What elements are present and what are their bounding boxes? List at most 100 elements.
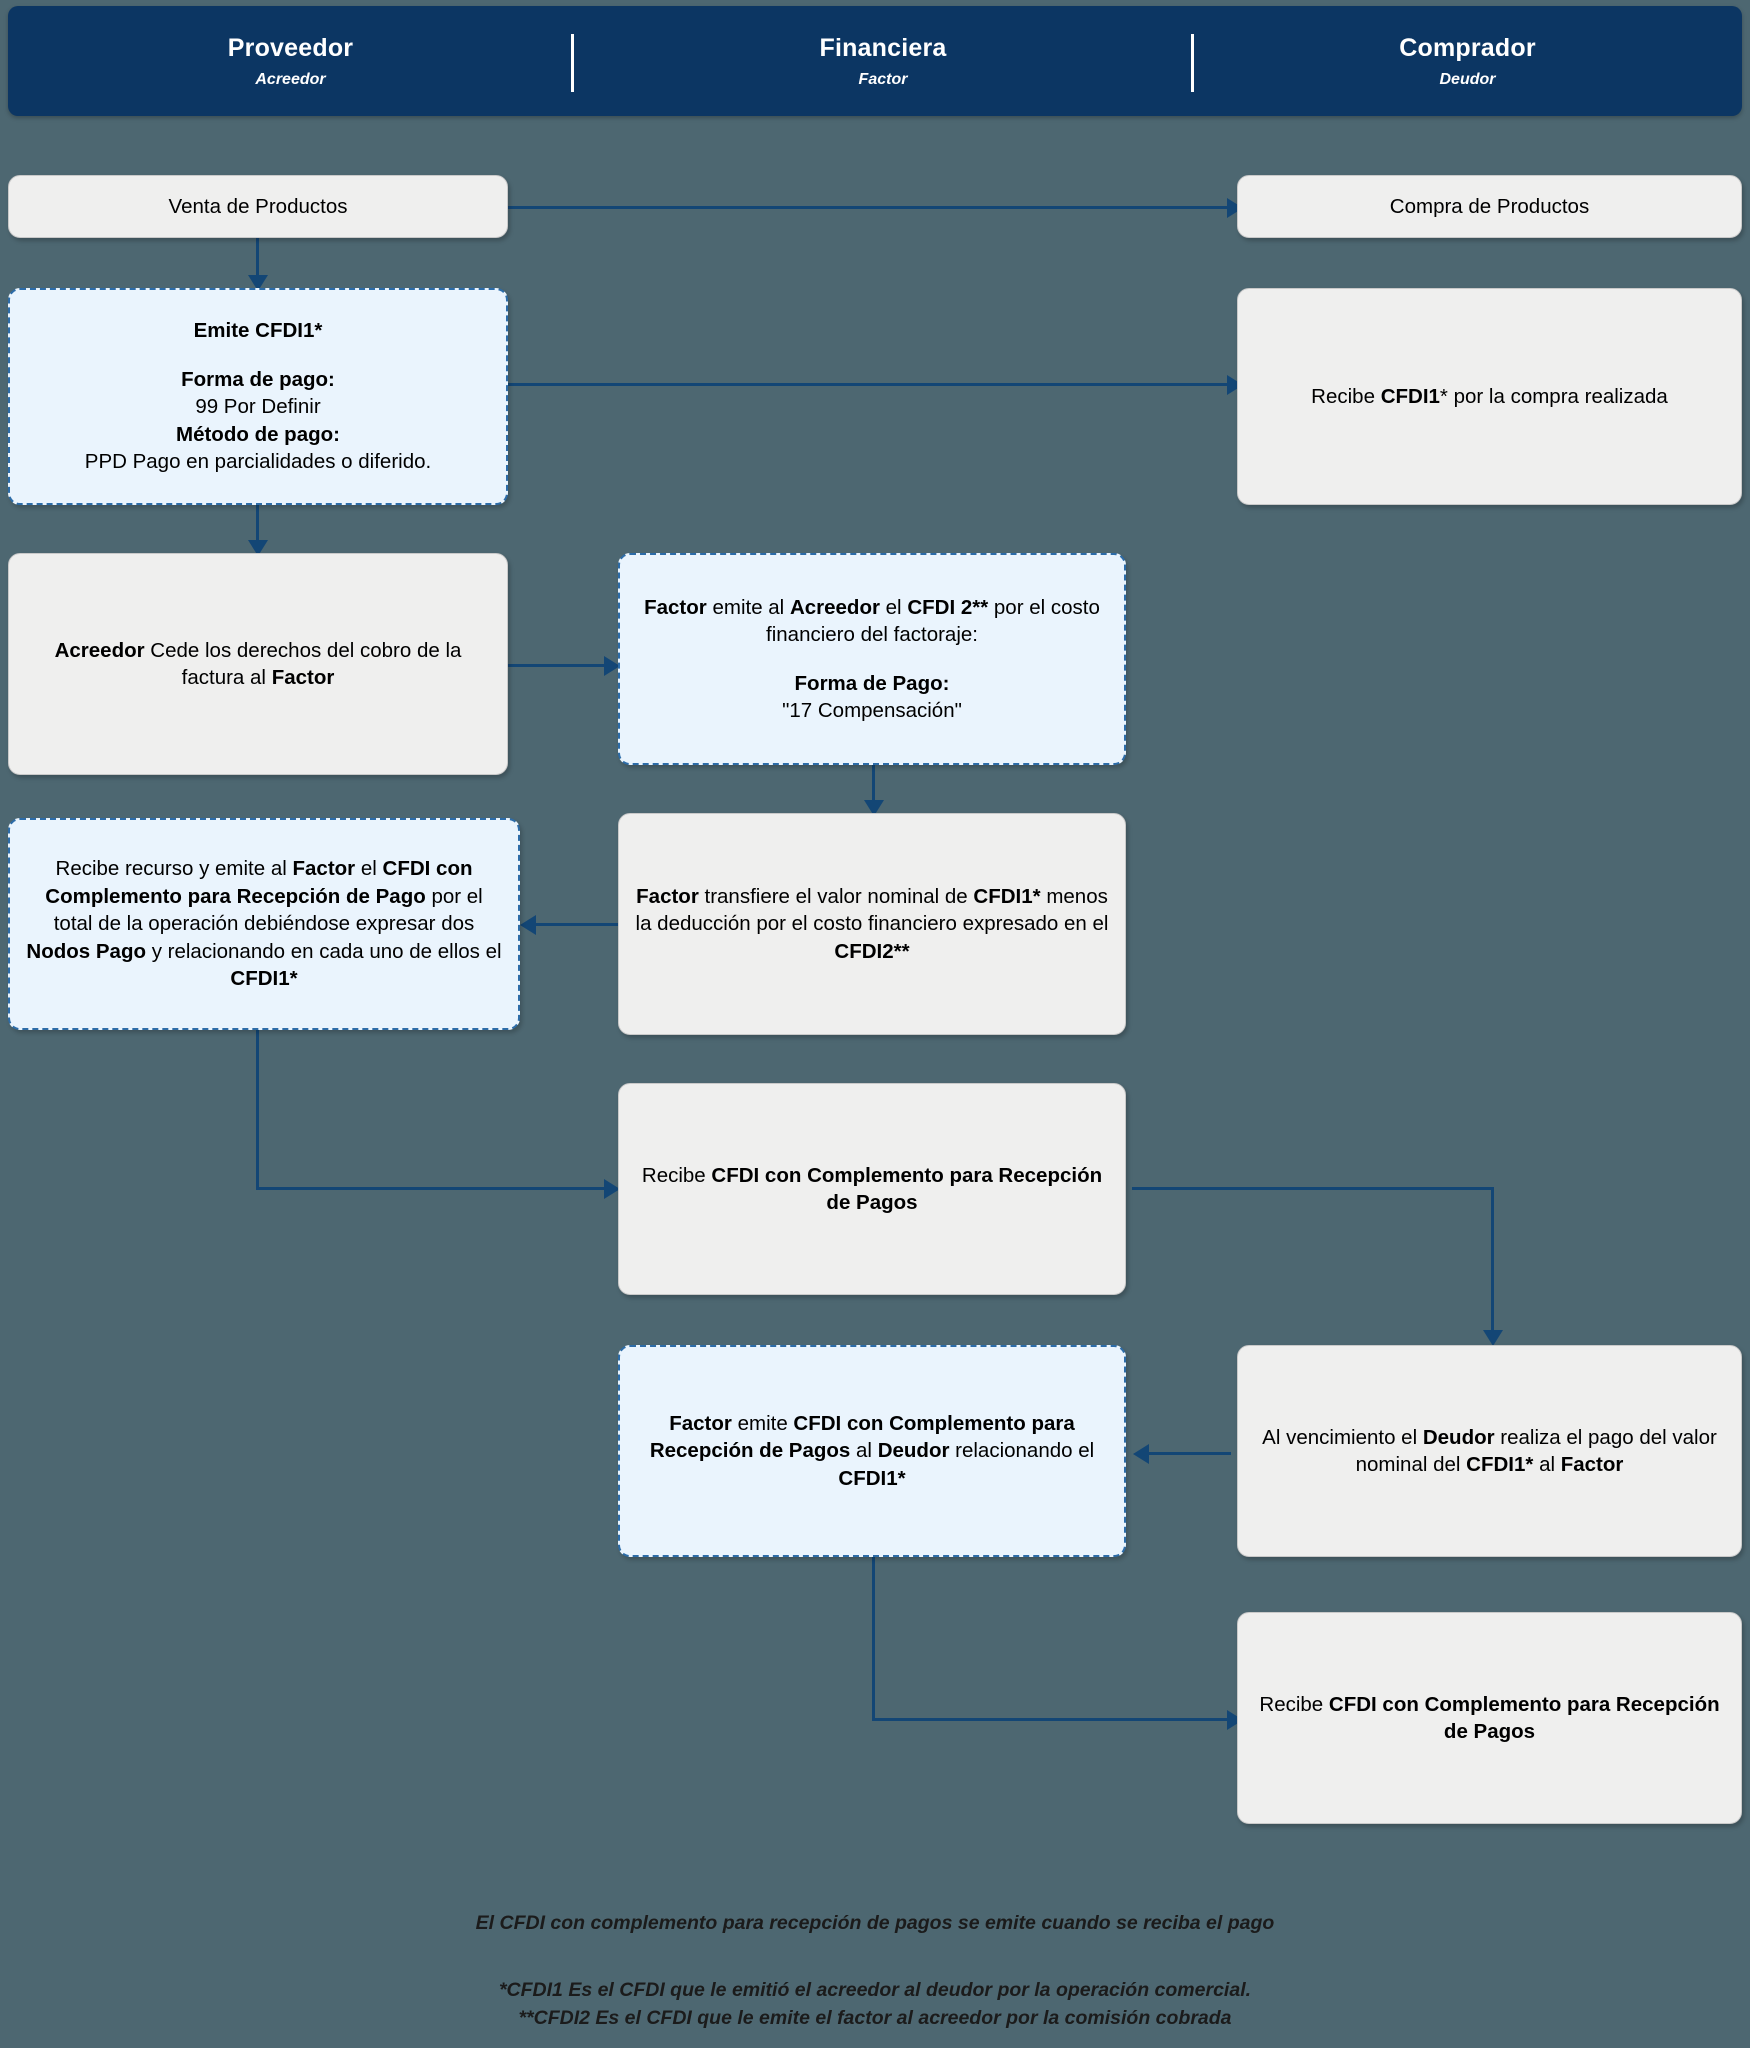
node-factor-emite-complemento-strong2: CFDI con Complemento para Recepción de P…: [649, 1411, 1075, 1463]
node-factor-emite-complemento-deudor[interactable]: Factor emite CFDI con Complemento para R…: [618, 1345, 1126, 1557]
connector-recibe-complemento-right: [1132, 1187, 1494, 1190]
node-recibe-recurso-part3: por el total de la operación debiéndose …: [53, 884, 483, 936]
node-factor-emite-cfdi2-strong2: Acreedor: [789, 595, 880, 619]
swimlane-header-financiera: Financiera Factor: [573, 6, 1193, 116]
node-emite-cfdi1-forma-label: Forma de pago:: [181, 367, 335, 391]
node-factor-transfiere-valor[interactable]: Factor transfiere el valor nominal de CF…: [618, 813, 1126, 1035]
connector-emite-to-recibe: [508, 383, 1231, 386]
node-factor-transfiere-part2: menos la deducción por el costo financie…: [635, 884, 1109, 936]
swimlane-divider-1: [571, 34, 574, 92]
node-recibe-recurso-emite-complemento[interactable]: Recibe recurso y emite al Factor el CFDI…: [8, 818, 520, 1030]
node-recibe-complemento-deudor-part1: Recibe: [1259, 1692, 1329, 1716]
node-factor-emite-cfdi2-spacer: [634, 649, 1110, 670]
node-compra-de-productos-label: Compra de Productos: [1389, 194, 1590, 218]
node-venta-de-productos[interactable]: Venta de Productos: [8, 175, 508, 238]
connector-emite-to-acreedor: [256, 505, 259, 553]
node-acreedor-cede-derechos[interactable]: Acreedor Cede los derechos del cobro de …: [8, 553, 508, 775]
node-factor-emite-cfdi2-strong3: CFDI 2**: [907, 595, 989, 619]
connector-venta-to-emite: [256, 238, 259, 288]
connector-factor-emite-down: [872, 1557, 875, 1721]
arrowhead-recibe-complemento-to-vencimiento: [1482, 1330, 1503, 1346]
node-factor-transfiere-strong1: Factor: [636, 884, 699, 908]
connector-transfiere-to-recurso: [533, 923, 618, 926]
node-recibe-recurso-strong2: CFDI con Complemento para Recepción de P…: [45, 857, 473, 908]
node-factor-emite-cfdi2-part2: el: [879, 595, 908, 619]
node-factor-emite-complemento-part3: relacionando el: [949, 1439, 1095, 1463]
node-recibe-recurso-strong1: Factor: [292, 857, 356, 881]
node-al-vencimiento-pago[interactable]: Al vencimiento el Deudor realiza el pago…: [1237, 1345, 1742, 1557]
connector-venta-to-compra: [508, 206, 1231, 209]
node-emite-cfdi1-forma-value: 99 Por Definir: [195, 395, 321, 419]
swimlane-sub-deudor: Deudor: [1439, 70, 1496, 88]
node-recibe-cfdi1-part1: Recibe: [1311, 384, 1381, 408]
node-factor-emite-cfdi2-strong1: Factor: [644, 595, 707, 619]
node-emite-cfdi1-title: Emite CFDI1*: [193, 319, 323, 343]
connector-recibe-complemento-down: [1491, 1187, 1494, 1342]
node-recibe-recurso-strong3: Nodos Pago: [26, 939, 146, 963]
swimlane-sub-acreedor: Acreedor: [255, 70, 326, 88]
swimlane-sub-factor: Factor: [858, 70, 908, 88]
node-al-vencimiento-part3: al: [1533, 1453, 1561, 1476]
node-factor-emite-complemento-strong4: CFDI1*: [838, 1466, 906, 1490]
node-al-vencimiento-strong1: Deudor: [1422, 1425, 1495, 1449]
node-factor-transfiere-part1: transfiere el valor nominal de: [698, 884, 974, 908]
connector-factor-emite-right: [872, 1718, 1231, 1721]
node-factor-transfiere-strong3: CFDI2**: [834, 939, 910, 963]
node-emite-cfdi1-spacer: [85, 345, 431, 366]
node-factor-emite-cfdi2-forma-value: "17 Compensación": [782, 698, 962, 722]
node-al-vencimiento-strong3: Factor: [1560, 1453, 1624, 1476]
node-recibe-recurso-part2: el: [355, 857, 383, 881]
node-recibe-recurso-part1: Recibe recurso y emite al: [55, 857, 293, 881]
node-factor-emite-cfdi2-forma-label: Forma de Pago:: [794, 671, 950, 695]
node-factor-emite-complemento-part2: al: [850, 1439, 878, 1463]
swimlane-role-financiera: Financiera: [819, 34, 947, 63]
arrowhead-emite-to-acreedor: [247, 540, 268, 556]
node-recibe-cfdi1-strong1: CFDI1: [1380, 384, 1440, 408]
arrowhead-recurso-to-recibe-complemento: [604, 1178, 620, 1199]
connector-recurso-right: [256, 1187, 608, 1190]
node-factor-emite-complemento-strong1: Factor: [669, 1411, 732, 1435]
node-factor-emite-cfdi2[interactable]: Factor emite al Acreedor el CFDI 2** por…: [618, 553, 1126, 765]
footnote-line-1: El CFDI con complemento para recepción d…: [475, 1912, 1275, 1934]
node-al-vencimiento-part2: realiza el pago del valor nominal del: [1355, 1425, 1717, 1476]
arrowhead-cfdi2-to-transfiere: [863, 800, 884, 816]
swimlane-header-proveedor: Proveedor Acreedor: [8, 6, 573, 116]
swimlane-header-band: Proveedor Acreedor Financiera Factor Com…: [8, 6, 1742, 116]
connector-cfdi2-to-transfiere: [872, 765, 875, 813]
node-al-vencimiento-part1: Al vencimiento el: [1262, 1425, 1423, 1449]
node-compra-de-productos[interactable]: Compra de Productos: [1237, 175, 1742, 238]
node-recibe-complemento-deudor-strong1: CFDI con Complemento para Recepción de P…: [1328, 1692, 1720, 1743]
node-recibe-cfdi1-part2: * por la compra realizada: [1439, 384, 1668, 408]
node-emite-cfdi1-metodo-value: PPD Pago en parcialidades o diferido.: [84, 450, 432, 474]
node-recibe-recurso-part4: y relacionando en cada uno de ellos el: [146, 939, 502, 963]
node-al-vencimiento-strong2: CFDI1*: [1466, 1453, 1534, 1476]
footnote-line-3: **CFDI2 Es el CFDI que le emite el facto…: [518, 2007, 1232, 2029]
node-factor-emite-complemento-part1: emite: [731, 1411, 794, 1435]
swimlane-divider-2: [1191, 34, 1194, 92]
node-venta-de-productos-label: Venta de Productos: [168, 194, 348, 218]
node-emite-cfdi1-metodo-label: Método de pago:: [176, 422, 340, 446]
connector-acreedor-to-factor: [508, 664, 608, 667]
node-factor-emite-complemento-strong3: Deudor: [877, 1439, 950, 1463]
node-recibe-complemento-factor-strong1: CFDI con Complemento para Recepción de P…: [711, 1163, 1103, 1214]
node-recibe-cfdi-complemento-deudor[interactable]: Recibe CFDI con Complemento para Recepci…: [1237, 1612, 1742, 1824]
footnote-line-2: *CFDI1 Es el CFDI que le emitió el acree…: [498, 1979, 1252, 2001]
node-acreedor-cede-strong2: Factor: [271, 666, 335, 689]
node-recibe-cfdi-complemento-factor[interactable]: Recibe CFDI con Complemento para Recepci…: [618, 1083, 1126, 1295]
swimlane-role-comprador: Comprador: [1399, 34, 1536, 63]
node-recibe-complemento-factor-part1: Recibe: [641, 1163, 712, 1187]
arrowhead-acreedor-to-factor: [604, 655, 620, 676]
node-recibe-recurso-strong4: CFDI1*: [230, 967, 298, 991]
arrowhead-transfiere-to-recurso: [520, 914, 536, 935]
node-factor-emite-cfdi2-part1: emite al: [706, 595, 790, 619]
connector-vencimiento-to-factor-emite: [1146, 1452, 1231, 1455]
swimlane-header-comprador: Comprador Deudor: [1193, 6, 1742, 116]
node-recibe-cfdi1-compra[interactable]: Recibe CFDI1* por la compra realizada: [1237, 288, 1742, 505]
arrowhead-venta-to-emite: [247, 275, 268, 291]
node-emite-cfdi1[interactable]: Emite CFDI1* Forma de pago: 99 Por Defin…: [8, 288, 508, 505]
arrowhead-vencimiento-to-factor-emite: [1133, 1443, 1149, 1464]
node-factor-emite-cfdi2-part3: por el costo financiero del factoraje:: [766, 595, 1100, 647]
swimlane-role-proveedor: Proveedor: [227, 34, 354, 63]
node-acreedor-cede-part1: Cede los derechos del cobro de la factur…: [144, 638, 462, 689]
